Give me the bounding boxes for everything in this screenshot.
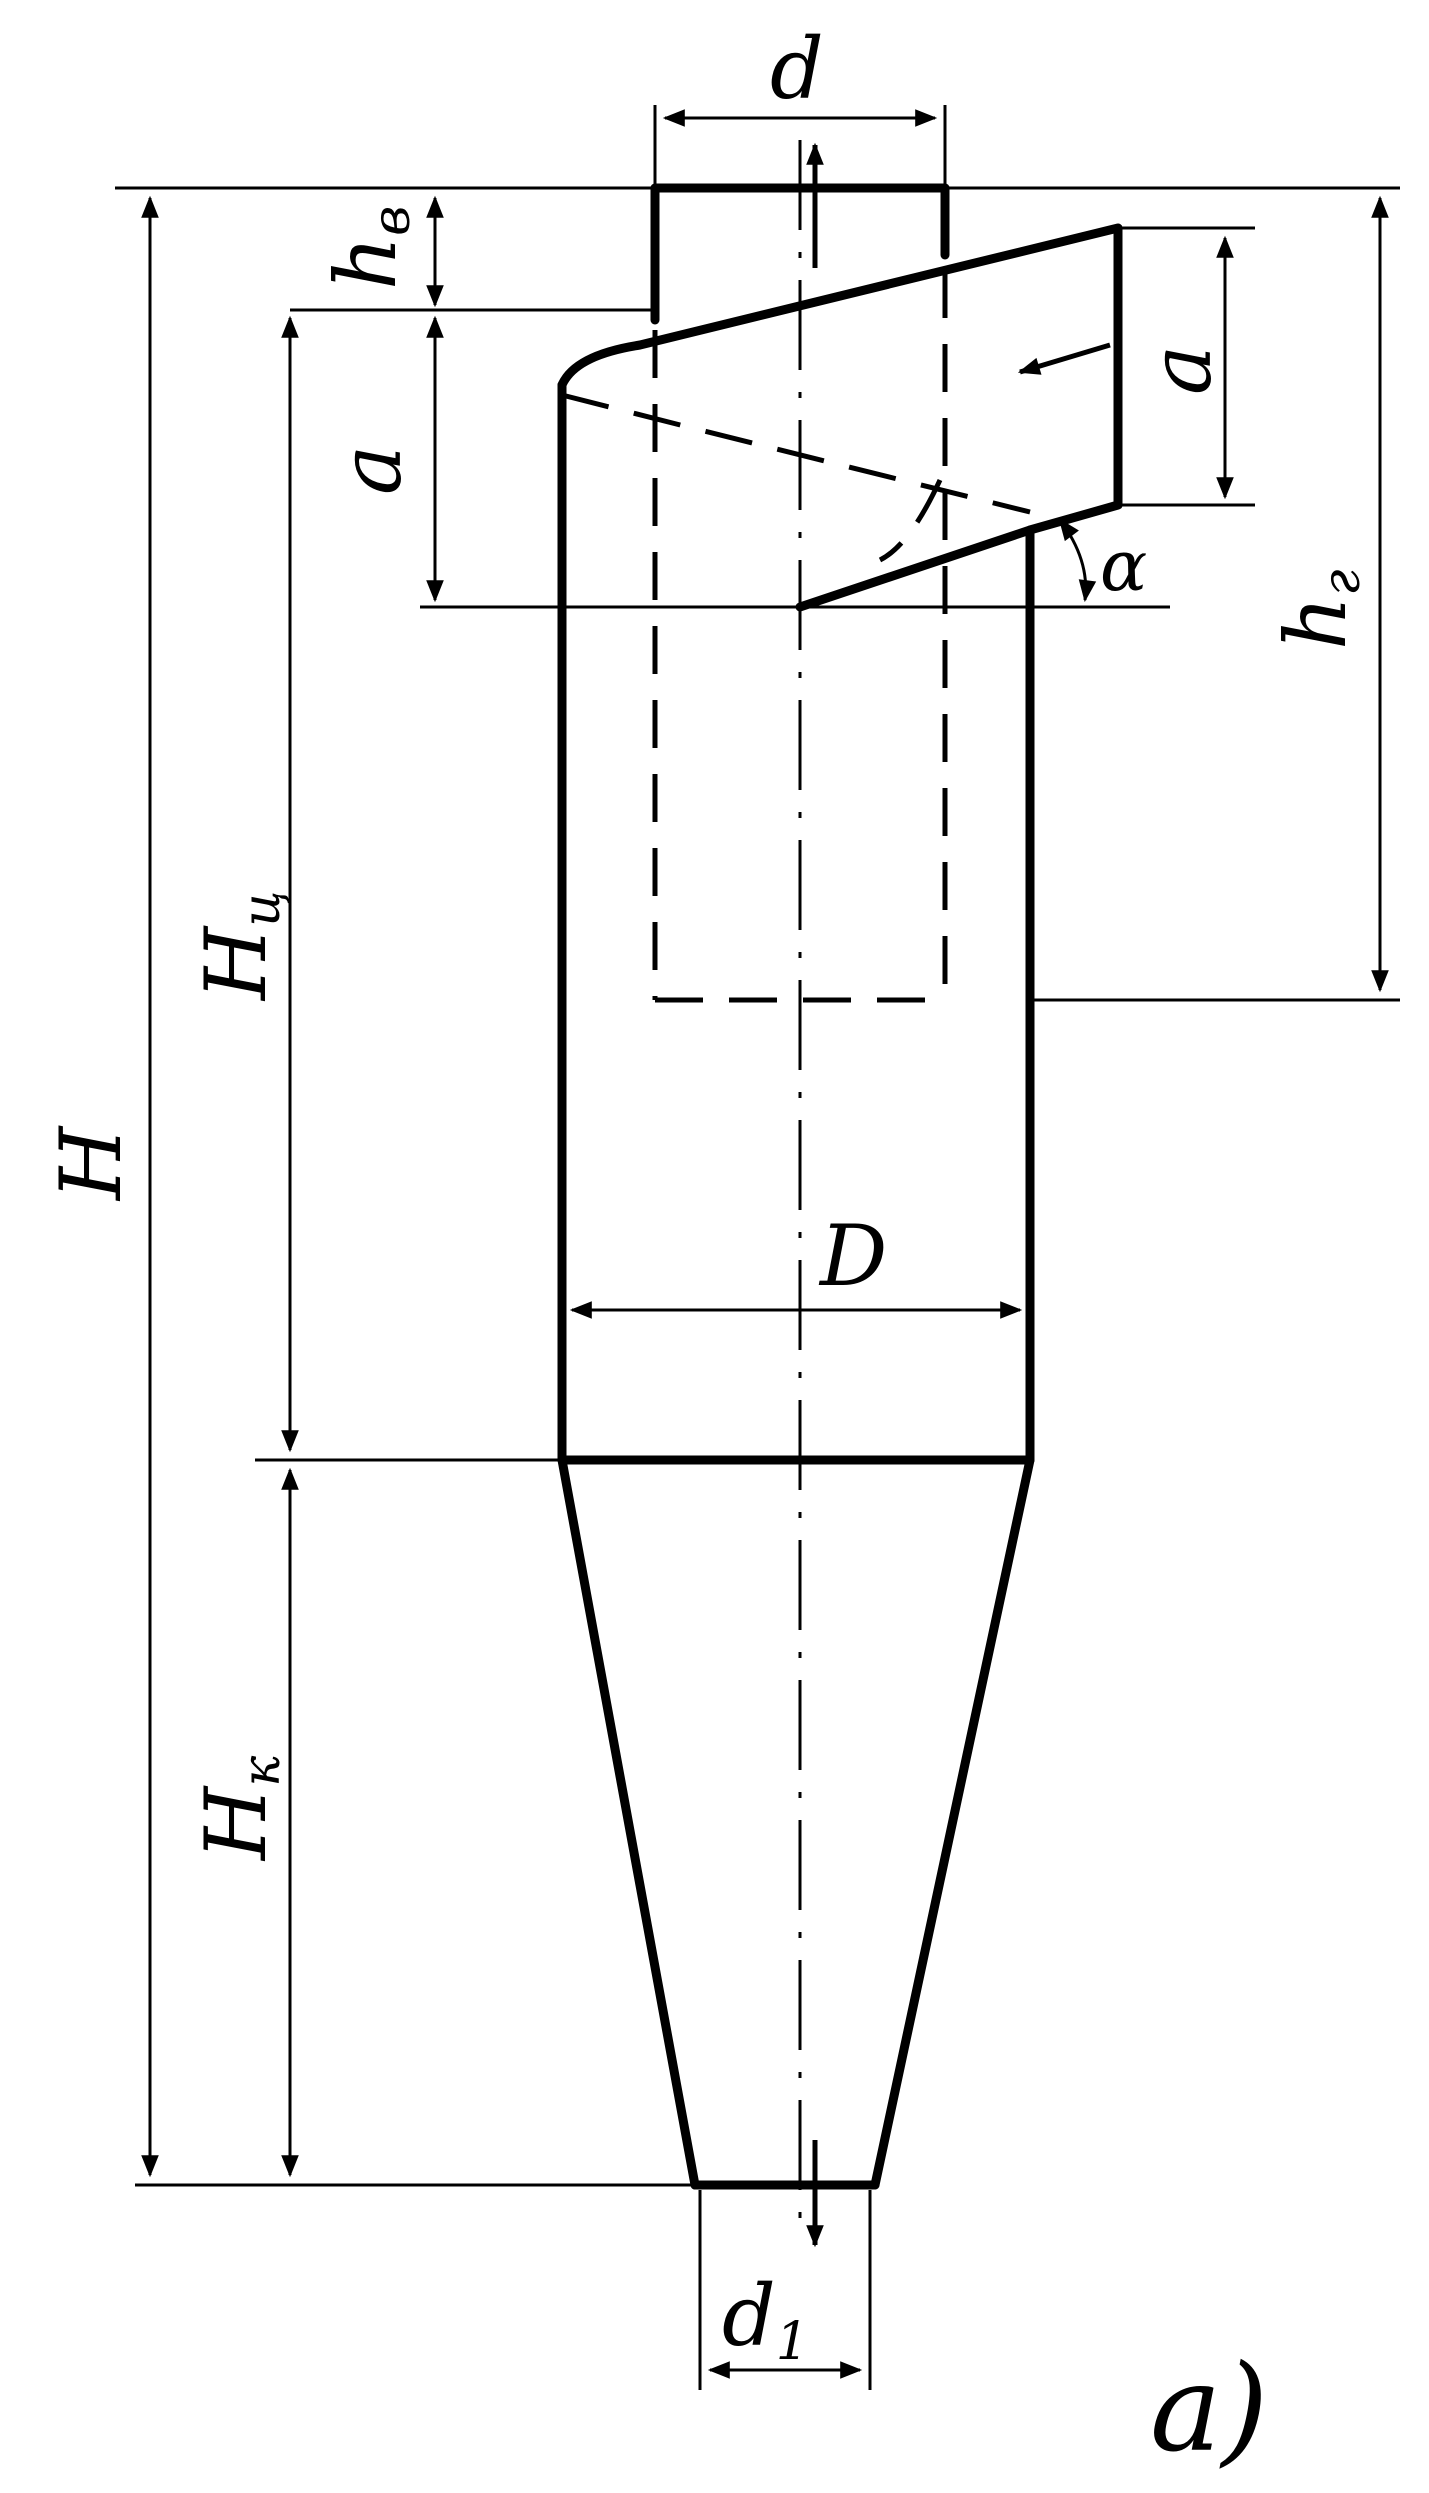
- dim-a-left: a: [322, 315, 1170, 609]
- label-Hc: Hц: [187, 890, 292, 1002]
- dim-hg: hг: [1030, 195, 1400, 1002]
- label-d1: d1: [722, 2267, 809, 2372]
- dim-D: D: [569, 1207, 1023, 1319]
- cone: [557, 1455, 1035, 2190]
- figure-tag: a): [1150, 2340, 1268, 2479]
- label-a-right: a: [1132, 345, 1230, 395]
- dim-Hc: Hц: [187, 315, 299, 1453]
- label-H: H: [42, 1125, 140, 1202]
- dim-hv: hв: [290, 195, 655, 312]
- inlet-pipe: [557, 223, 1123, 612]
- label-a-left: a: [322, 445, 420, 495]
- cylinder-body: [557, 380, 1035, 1465]
- label-D: D: [818, 1207, 887, 1305]
- dim-Hk: Hк: [187, 1467, 299, 2178]
- label-hv: hв: [317, 206, 422, 290]
- label-alpha: α: [1100, 525, 1147, 607]
- dim-a-right: a: [1118, 226, 1255, 507]
- dim-H: H: [42, 195, 159, 2178]
- angle-alpha: α: [1058, 518, 1147, 607]
- label-d: d: [770, 20, 824, 118]
- dim-d1: d1: [698, 2190, 872, 2390]
- dim-d: d: [653, 20, 947, 188]
- flow-arrows: [806, 142, 1111, 2248]
- label-Hk: Hк: [187, 1755, 292, 1862]
- label-hg: hг: [1267, 570, 1372, 650]
